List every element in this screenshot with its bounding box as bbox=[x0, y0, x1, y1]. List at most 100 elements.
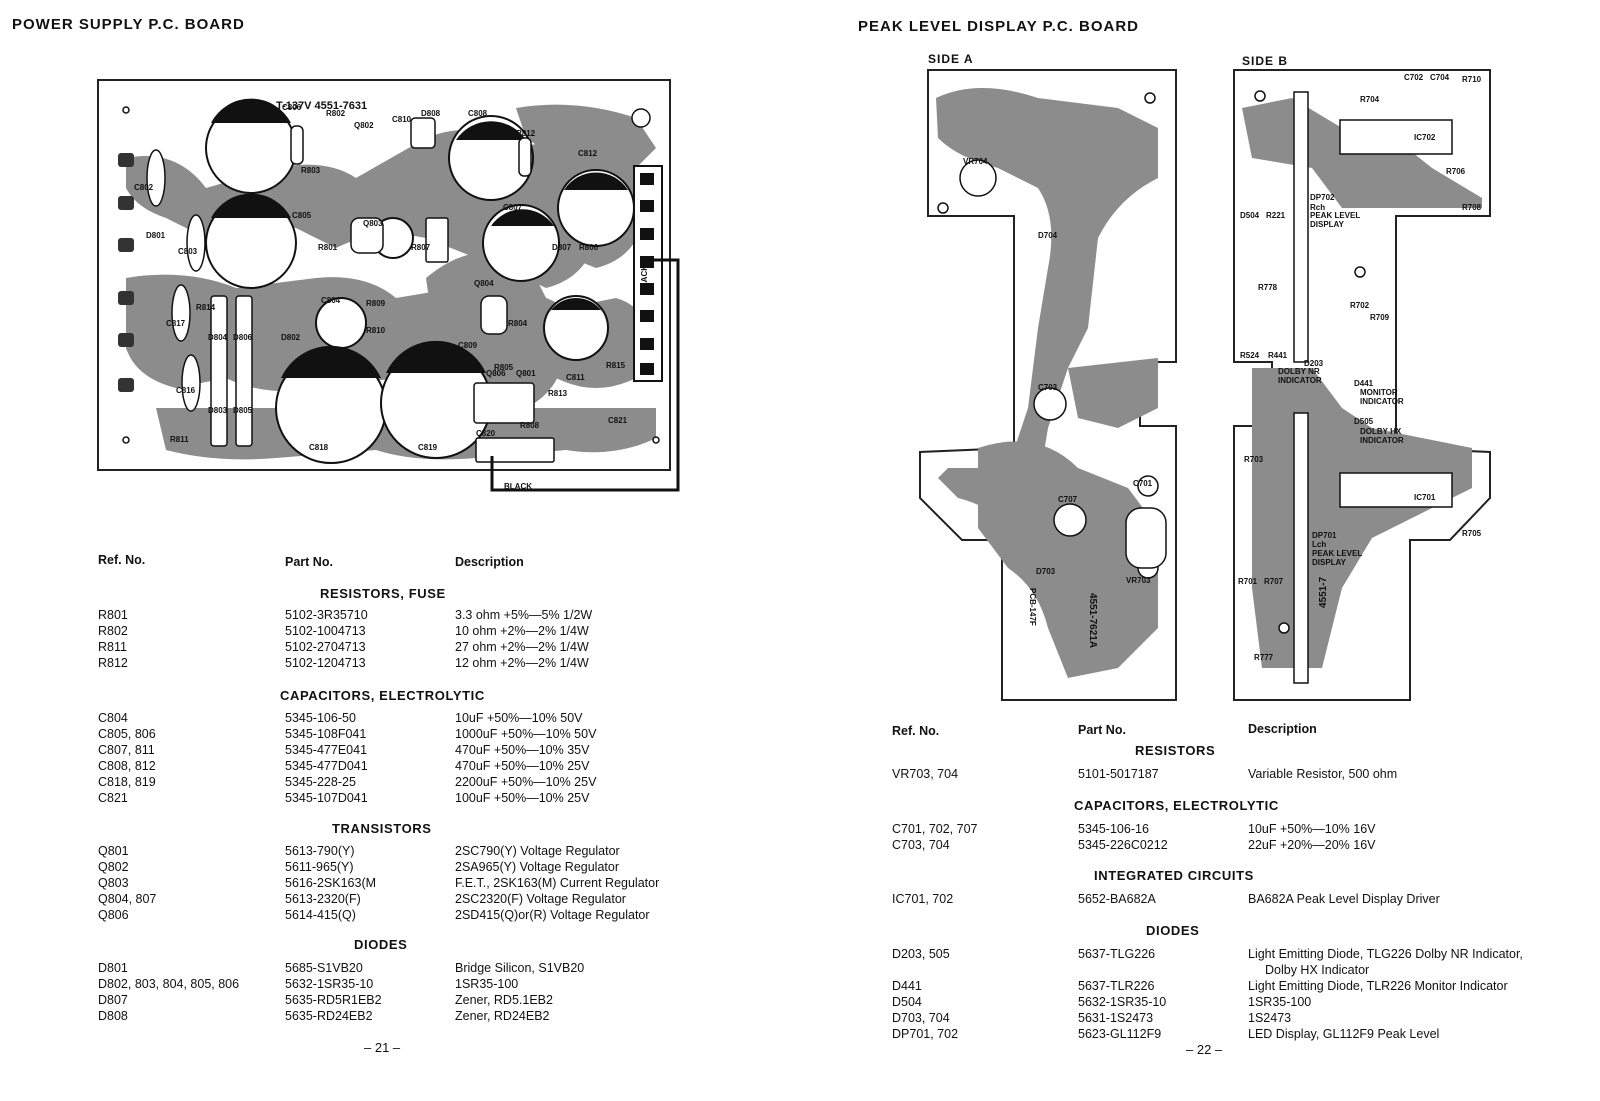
ref-cell: C818, 819 bbox=[98, 775, 156, 789]
silk-IC701: IC701 bbox=[1414, 493, 1436, 502]
page-title: POWER SUPPLY P.C. BOARD bbox=[12, 16, 245, 33]
silk-D703: D703 bbox=[1036, 567, 1056, 576]
silk-display-2: DISPLAY bbox=[1312, 558, 1347, 567]
part-cell: 5102-1204713 bbox=[285, 656, 366, 670]
silk-R524: R524 bbox=[1240, 351, 1260, 360]
silk-R708: R708 bbox=[1462, 203, 1482, 212]
desc-cell: 27 ohm +2%—2% 1/4W bbox=[455, 640, 589, 654]
ref-cell: Q801 bbox=[98, 844, 129, 858]
silk-Q802: Q802 bbox=[354, 121, 374, 130]
silk-peak-level: PEAK LEVEL bbox=[1310, 211, 1360, 220]
part-cell: 5102-2704713 bbox=[285, 640, 366, 654]
silk-DP702: DP702 bbox=[1310, 193, 1335, 202]
silk-R704: R704 bbox=[1360, 95, 1380, 104]
desc-cell: 2SC2320(F) Voltage Regulator bbox=[455, 892, 626, 906]
section-title: DIODES bbox=[1146, 923, 1200, 938]
silk-dolby-hx: DOLBY HX bbox=[1360, 427, 1402, 436]
desc-cell: 10uF +50%—10% 16V bbox=[1248, 822, 1376, 836]
col-header-desc: Description bbox=[1248, 722, 1317, 736]
silk-C803: C803 bbox=[178, 247, 198, 256]
silk-C805: C805 bbox=[292, 211, 312, 220]
side-a-board-diagram: VR704 D704 C703 C707 C701 D703 VR703 455… bbox=[918, 68, 1180, 702]
silk-R803: R803 bbox=[301, 166, 321, 175]
part-cell: 5652-BA682A bbox=[1078, 892, 1156, 906]
silk-Q804: Q804 bbox=[474, 279, 494, 288]
desc-cell: 10uF +50%—10% 50V bbox=[455, 711, 583, 725]
col-header-ref: Ref. No. bbox=[98, 553, 146, 567]
silk-R805: R805 bbox=[494, 363, 514, 372]
silk-C821: C821 bbox=[608, 416, 628, 425]
silk-C812: C812 bbox=[578, 149, 598, 158]
silk-R808: R808 bbox=[520, 421, 540, 430]
silk-R811: R811 bbox=[170, 435, 189, 444]
silk-monitor: MONITOR bbox=[1360, 388, 1398, 397]
side-a-label: SIDE A bbox=[928, 52, 974, 66]
silk-display: DISPLAY bbox=[1310, 220, 1345, 229]
part-cell: 5345-106-16 bbox=[1078, 822, 1149, 836]
silk-D806: D806 bbox=[233, 333, 253, 342]
part-cell: 5613-2320(F) bbox=[285, 892, 361, 906]
silk-R703: R703 bbox=[1244, 455, 1264, 464]
ref-cell: C703, 704 bbox=[892, 838, 950, 852]
desc-cell: 100uF +50%—10% 25V bbox=[455, 791, 590, 805]
ref-cell: D808 bbox=[98, 1009, 128, 1023]
col-header-ref: Ref. No. bbox=[892, 724, 940, 738]
ref-cell: D807 bbox=[98, 993, 128, 1007]
side-b-board-diagram: C702 C704 R710 R704 IC702 DP702 Rch PEAK… bbox=[1232, 68, 1494, 702]
ref-cell: R802 bbox=[98, 624, 128, 638]
silk-C704: C704 bbox=[1430, 73, 1450, 82]
wire-label-right: BLACK bbox=[640, 265, 649, 293]
desc-cell: BA682A Peak Level Display Driver bbox=[1248, 892, 1440, 906]
ref-cell: C805, 806 bbox=[98, 727, 156, 741]
silk-Lch: Lch bbox=[1312, 540, 1326, 549]
page-title: PEAK LEVEL DISPLAY P.C. BOARD bbox=[858, 18, 1140, 35]
desc-cell: 470uF +50%—10% 35V bbox=[455, 743, 590, 757]
ref-cell: DP701, 702 bbox=[892, 1027, 959, 1041]
silk-R441: R441 bbox=[1268, 351, 1288, 360]
silk-D803: D803 bbox=[208, 406, 228, 415]
silk-R777: R777 bbox=[1254, 653, 1274, 662]
part-cell: 5101-5017187 bbox=[1078, 767, 1159, 781]
section-title: RESISTORS bbox=[1135, 743, 1216, 758]
pcb-side-a: VR704 D704 C703 C707 C701 D703 VR703 455… bbox=[919, 69, 1177, 701]
part-cell: 5635-RD5R1EB2 bbox=[285, 993, 382, 1007]
part-cell: 5102-3R35710 bbox=[285, 608, 368, 622]
section-title: CAPACITORS, ELECTROLYTIC bbox=[280, 688, 485, 703]
part-cell: 5102-1004713 bbox=[285, 624, 366, 638]
part-cell: 5345-106-50 bbox=[285, 711, 356, 725]
desc-cell: 1000uF +50%—10% 50V bbox=[455, 727, 597, 741]
desc-cell: 3.3 ohm +5%—5% 1/2W bbox=[455, 608, 593, 622]
ref-cell: D441 bbox=[892, 979, 922, 993]
ref-cell: Q806 bbox=[98, 908, 129, 922]
silk-R807: R807 bbox=[411, 243, 431, 252]
silk-indicator-1: INDICATOR bbox=[1278, 376, 1322, 385]
silk-R813: R813 bbox=[548, 389, 568, 398]
part-cell: 5614-415(Q) bbox=[285, 908, 356, 922]
right-page: PEAK LEVEL DISPLAY P.C. BOARD SIDE A SID… bbox=[800, 0, 1600, 1101]
ref-cell: Q804, 807 bbox=[98, 892, 157, 906]
silk-R810: R810 bbox=[366, 326, 386, 335]
ref-cell: C821 bbox=[98, 791, 128, 805]
desc-cell: 1S2473 bbox=[1248, 1011, 1292, 1025]
silk-C806: C806 bbox=[282, 103, 302, 112]
ref-cell: C804 bbox=[98, 711, 128, 725]
silk-VR703: VR703 bbox=[1126, 576, 1151, 585]
desc-cell: 2200uF +50%—10% 25V bbox=[455, 775, 597, 789]
silk-C707: C707 bbox=[1058, 495, 1078, 504]
silk-R812: R812 bbox=[516, 129, 536, 138]
silk-C701: C701 bbox=[1133, 479, 1153, 488]
ref-cell: IC701, 702 bbox=[892, 892, 954, 906]
silk-D808: D808 bbox=[421, 109, 441, 118]
ref-cell: D802, 803, 804, 805, 806 bbox=[98, 977, 240, 991]
ref-cell: R811 bbox=[98, 640, 127, 654]
desc-cell: Bridge Silicon, S1VB20 bbox=[455, 961, 585, 975]
silk-DP701: DP701 bbox=[1312, 531, 1337, 540]
board-stamp: T-137V 4551-7631 bbox=[276, 100, 367, 112]
silk-C703: C703 bbox=[1038, 383, 1058, 392]
left-page: POWER SUPPLY P.C. BOARD bbox=[12, 16, 680, 1055]
part-cell: 5345-477D041 bbox=[285, 759, 368, 773]
silk-D504: D504 bbox=[1240, 211, 1260, 220]
silk-Q806: Q806 bbox=[486, 369, 506, 378]
part-cell: 5637-TLG226 bbox=[1078, 947, 1156, 961]
desc-cell: 12 ohm +2%—2% 1/4W bbox=[455, 656, 589, 670]
